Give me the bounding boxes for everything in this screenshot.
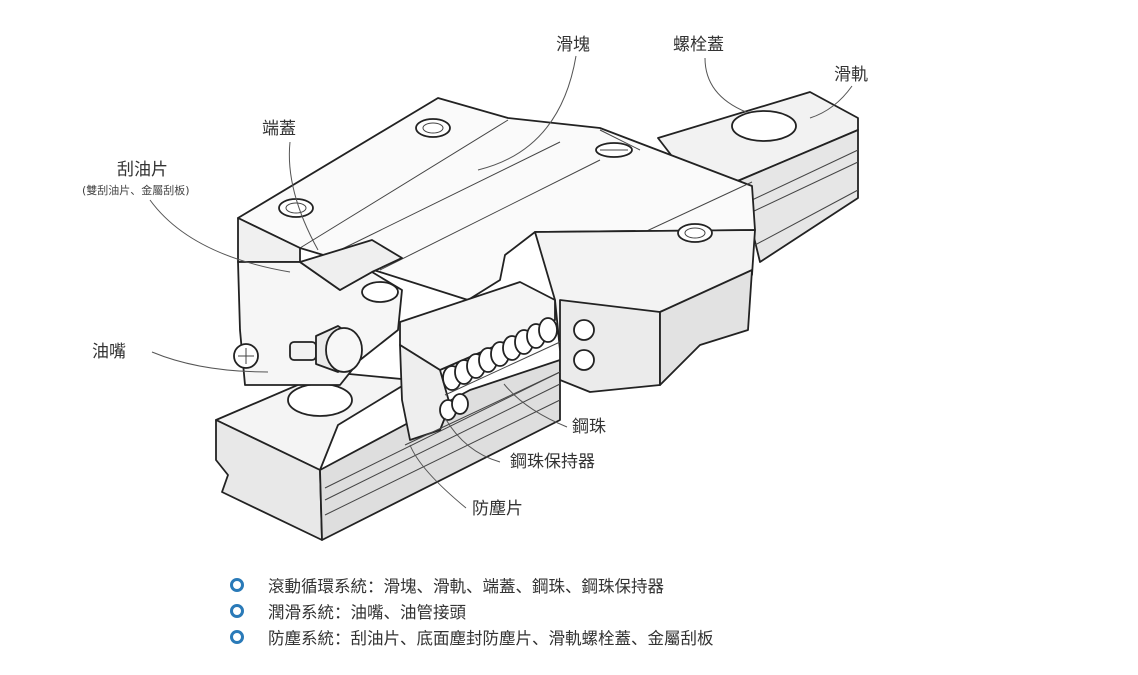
label-scraper: 刮油片 bbox=[117, 160, 168, 180]
rail-back bbox=[657, 91, 859, 263]
steel-balls bbox=[439, 317, 558, 421]
legend-item: 潤滑系統：油嘴、油管接頭 bbox=[230, 598, 714, 624]
label-bolt-cap: 螺栓蓋 bbox=[673, 35, 724, 55]
label-dust-seal: 防塵片 bbox=[472, 499, 523, 519]
linear-guide-diagram: 滑塊 螺栓蓋 滑軌 端蓋 刮油片 (雙刮油片、金屬刮板) 油嘴 鋼珠 鋼珠保持器… bbox=[82, 35, 868, 541]
label-steel-ball: 鋼珠 bbox=[572, 417, 606, 437]
legend-text: 滾動循環系統：滑塊、滑軌、端蓋、鋼珠、鋼珠保持器 bbox=[268, 577, 664, 596]
system-legend: 滾動循環系統：滑塊、滑軌、端蓋、鋼珠、鋼珠保持器 潤滑系統：油嘴、油管接頭 防塵… bbox=[230, 572, 714, 650]
circle-bullet-icon bbox=[230, 630, 244, 644]
label-ball-retainer: 鋼珠保持器 bbox=[510, 452, 595, 472]
label-scraper-sub: (雙刮油片、金屬刮板) bbox=[82, 183, 190, 197]
legend-item: 防塵系統：刮油片、底面塵封防塵片、滑軌螺栓蓋、金屬刮板 bbox=[230, 624, 714, 650]
legend-text: 潤滑系統：油嘴、油管接頭 bbox=[268, 603, 466, 622]
circle-bullet-icon bbox=[230, 578, 244, 592]
ball-track bbox=[399, 281, 561, 446]
rail-front bbox=[215, 359, 561, 541]
ball-retainer bbox=[444, 341, 561, 396]
label-slider: 滑塊 bbox=[556, 35, 590, 55]
legend-item: 滾動循環系統：滑塊、滑軌、端蓋、鋼珠、鋼珠保持器 bbox=[230, 572, 714, 598]
leader-lines bbox=[149, 55, 853, 509]
circle-bullet-icon bbox=[230, 604, 244, 618]
bolt-cap-back bbox=[731, 110, 797, 142]
legend-text: 防塵系統：刮油片、底面塵封防塵片、滑軌螺栓蓋、金屬刮板 bbox=[268, 629, 714, 648]
label-end-cap: 端蓋 bbox=[262, 119, 296, 139]
grease-nipple bbox=[233, 325, 363, 373]
dust-seal-strip bbox=[404, 371, 561, 446]
bolt-cap-front bbox=[287, 383, 353, 417]
label-grease-nipple: 油嘴 bbox=[92, 342, 126, 362]
label-rail: 滑軌 bbox=[834, 65, 868, 85]
